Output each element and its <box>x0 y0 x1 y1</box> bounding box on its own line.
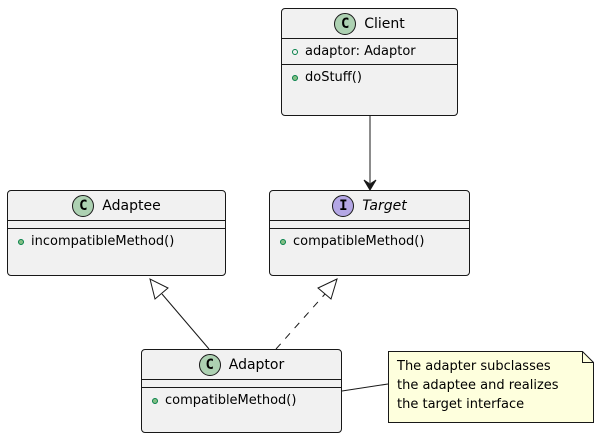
fields-section <box>270 221 469 229</box>
class-target[interactable]: I Target compatibleMethod() <box>269 190 470 276</box>
note-connector <box>341 383 389 392</box>
methods-section: incompatibleMethod() <box>8 229 225 254</box>
fields-section <box>142 380 341 388</box>
note[interactable]: The adapter subclasses the adaptee and r… <box>388 351 595 423</box>
class-adaptee[interactable]: C Adaptee incompatibleMethod() <box>7 190 226 276</box>
interface-stereotype-icon: I <box>332 194 355 217</box>
methods-section: compatibleMethod() <box>142 388 341 413</box>
association-arrowhead <box>363 179 377 191</box>
method-visibility-icon <box>280 238 286 245</box>
fields-section <box>8 221 225 229</box>
class-stereotype-icon: C <box>334 12 357 35</box>
method-row: doStuff() <box>282 65 457 90</box>
method-label: incompatibleMethod() <box>31 234 175 249</box>
note-text: The adapter subclasses the adaptee and r… <box>397 357 559 414</box>
method-label: doStuff() <box>305 70 362 85</box>
note-line: the adaptee and realizes <box>397 378 559 393</box>
class-name: Adaptee <box>102 197 161 214</box>
method-visibility-icon <box>18 238 24 245</box>
note-shape <box>388 351 594 423</box>
class-stereotype-icon: C <box>72 194 95 217</box>
fields-section: adaptor: Adaptor <box>282 39 457 65</box>
field-visibility-icon <box>292 48 298 55</box>
methods-section: compatibleMethod() <box>270 229 469 254</box>
class-header: I Target <box>270 191 469 221</box>
method-visibility-icon <box>152 397 158 404</box>
method-row: compatibleMethod() <box>270 229 469 254</box>
class-client[interactable]: C Client adaptor: Adaptor doStuff() <box>281 8 458 116</box>
class-header: C Client <box>282 9 457 39</box>
method-row: incompatibleMethod() <box>8 229 225 254</box>
method-row: compatibleMethod() <box>142 388 341 413</box>
class-name: Target <box>362 197 407 214</box>
inheritance-triangle <box>149 278 169 300</box>
class-header: C Adaptee <box>8 191 225 221</box>
class-adaptor[interactable]: C Adaptor compatibleMethod() <box>141 349 342 433</box>
realization-triangle <box>317 278 338 300</box>
class-name: Client <box>364 15 405 32</box>
note-line: the target interface <box>397 397 525 412</box>
note-line: The adapter subclasses <box>397 359 551 374</box>
method-label: compatibleMethod() <box>293 234 425 249</box>
class-header: C Adaptor <box>142 350 341 380</box>
field-label: adaptor: Adaptor <box>305 44 416 59</box>
method-visibility-icon <box>292 74 298 81</box>
method-label: compatibleMethod() <box>165 393 297 408</box>
methods-section: doStuff() <box>282 65 457 90</box>
field-row: adaptor: Adaptor <box>282 39 457 64</box>
inheritance-adaptor-adaptee <box>161 293 210 350</box>
realization-adaptor-target <box>275 293 326 350</box>
class-name: Adaptor <box>228 356 285 373</box>
class-stereotype-icon: C <box>198 353 221 376</box>
